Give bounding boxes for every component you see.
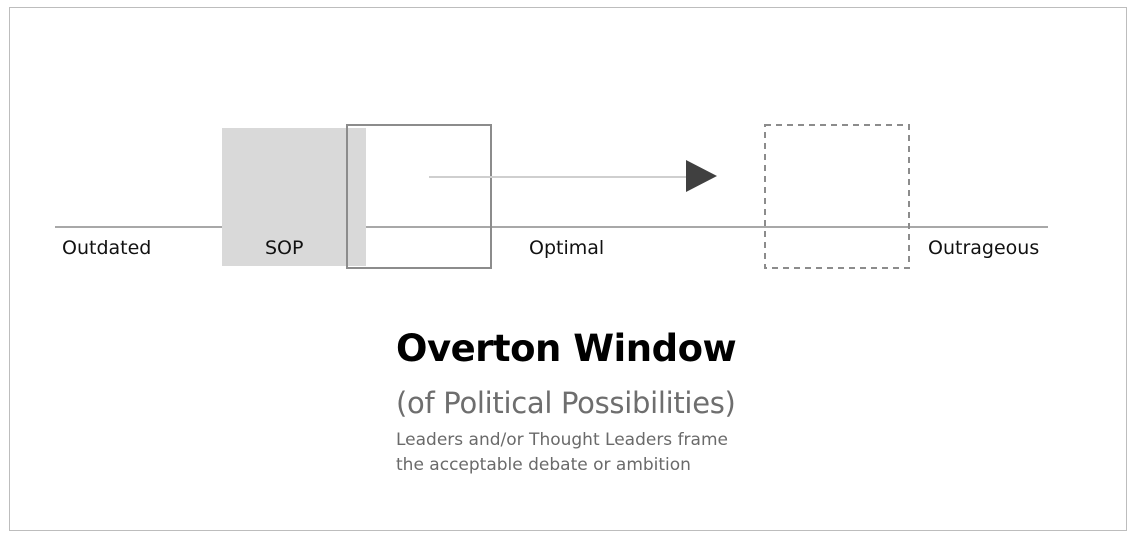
label-optimal: Optimal <box>529 237 605 259</box>
page-subtitle: (of Political Possibilities) <box>396 386 736 420</box>
future-window <box>764 124 910 269</box>
diagram-frame <box>9 7 1127 531</box>
current-window <box>346 124 492 269</box>
description-line-2: the acceptable debate or ambition <box>396 455 691 475</box>
label-sop: SOP <box>265 237 304 259</box>
page-title: Overton Window <box>396 327 737 370</box>
shift-arrow-head <box>686 160 717 192</box>
sop-region <box>222 128 366 266</box>
description-line-1: Leaders and/or Thought Leaders frame <box>396 430 728 450</box>
label-outrageous: Outrageous <box>928 237 1040 259</box>
label-outdated: Outdated <box>62 237 152 259</box>
